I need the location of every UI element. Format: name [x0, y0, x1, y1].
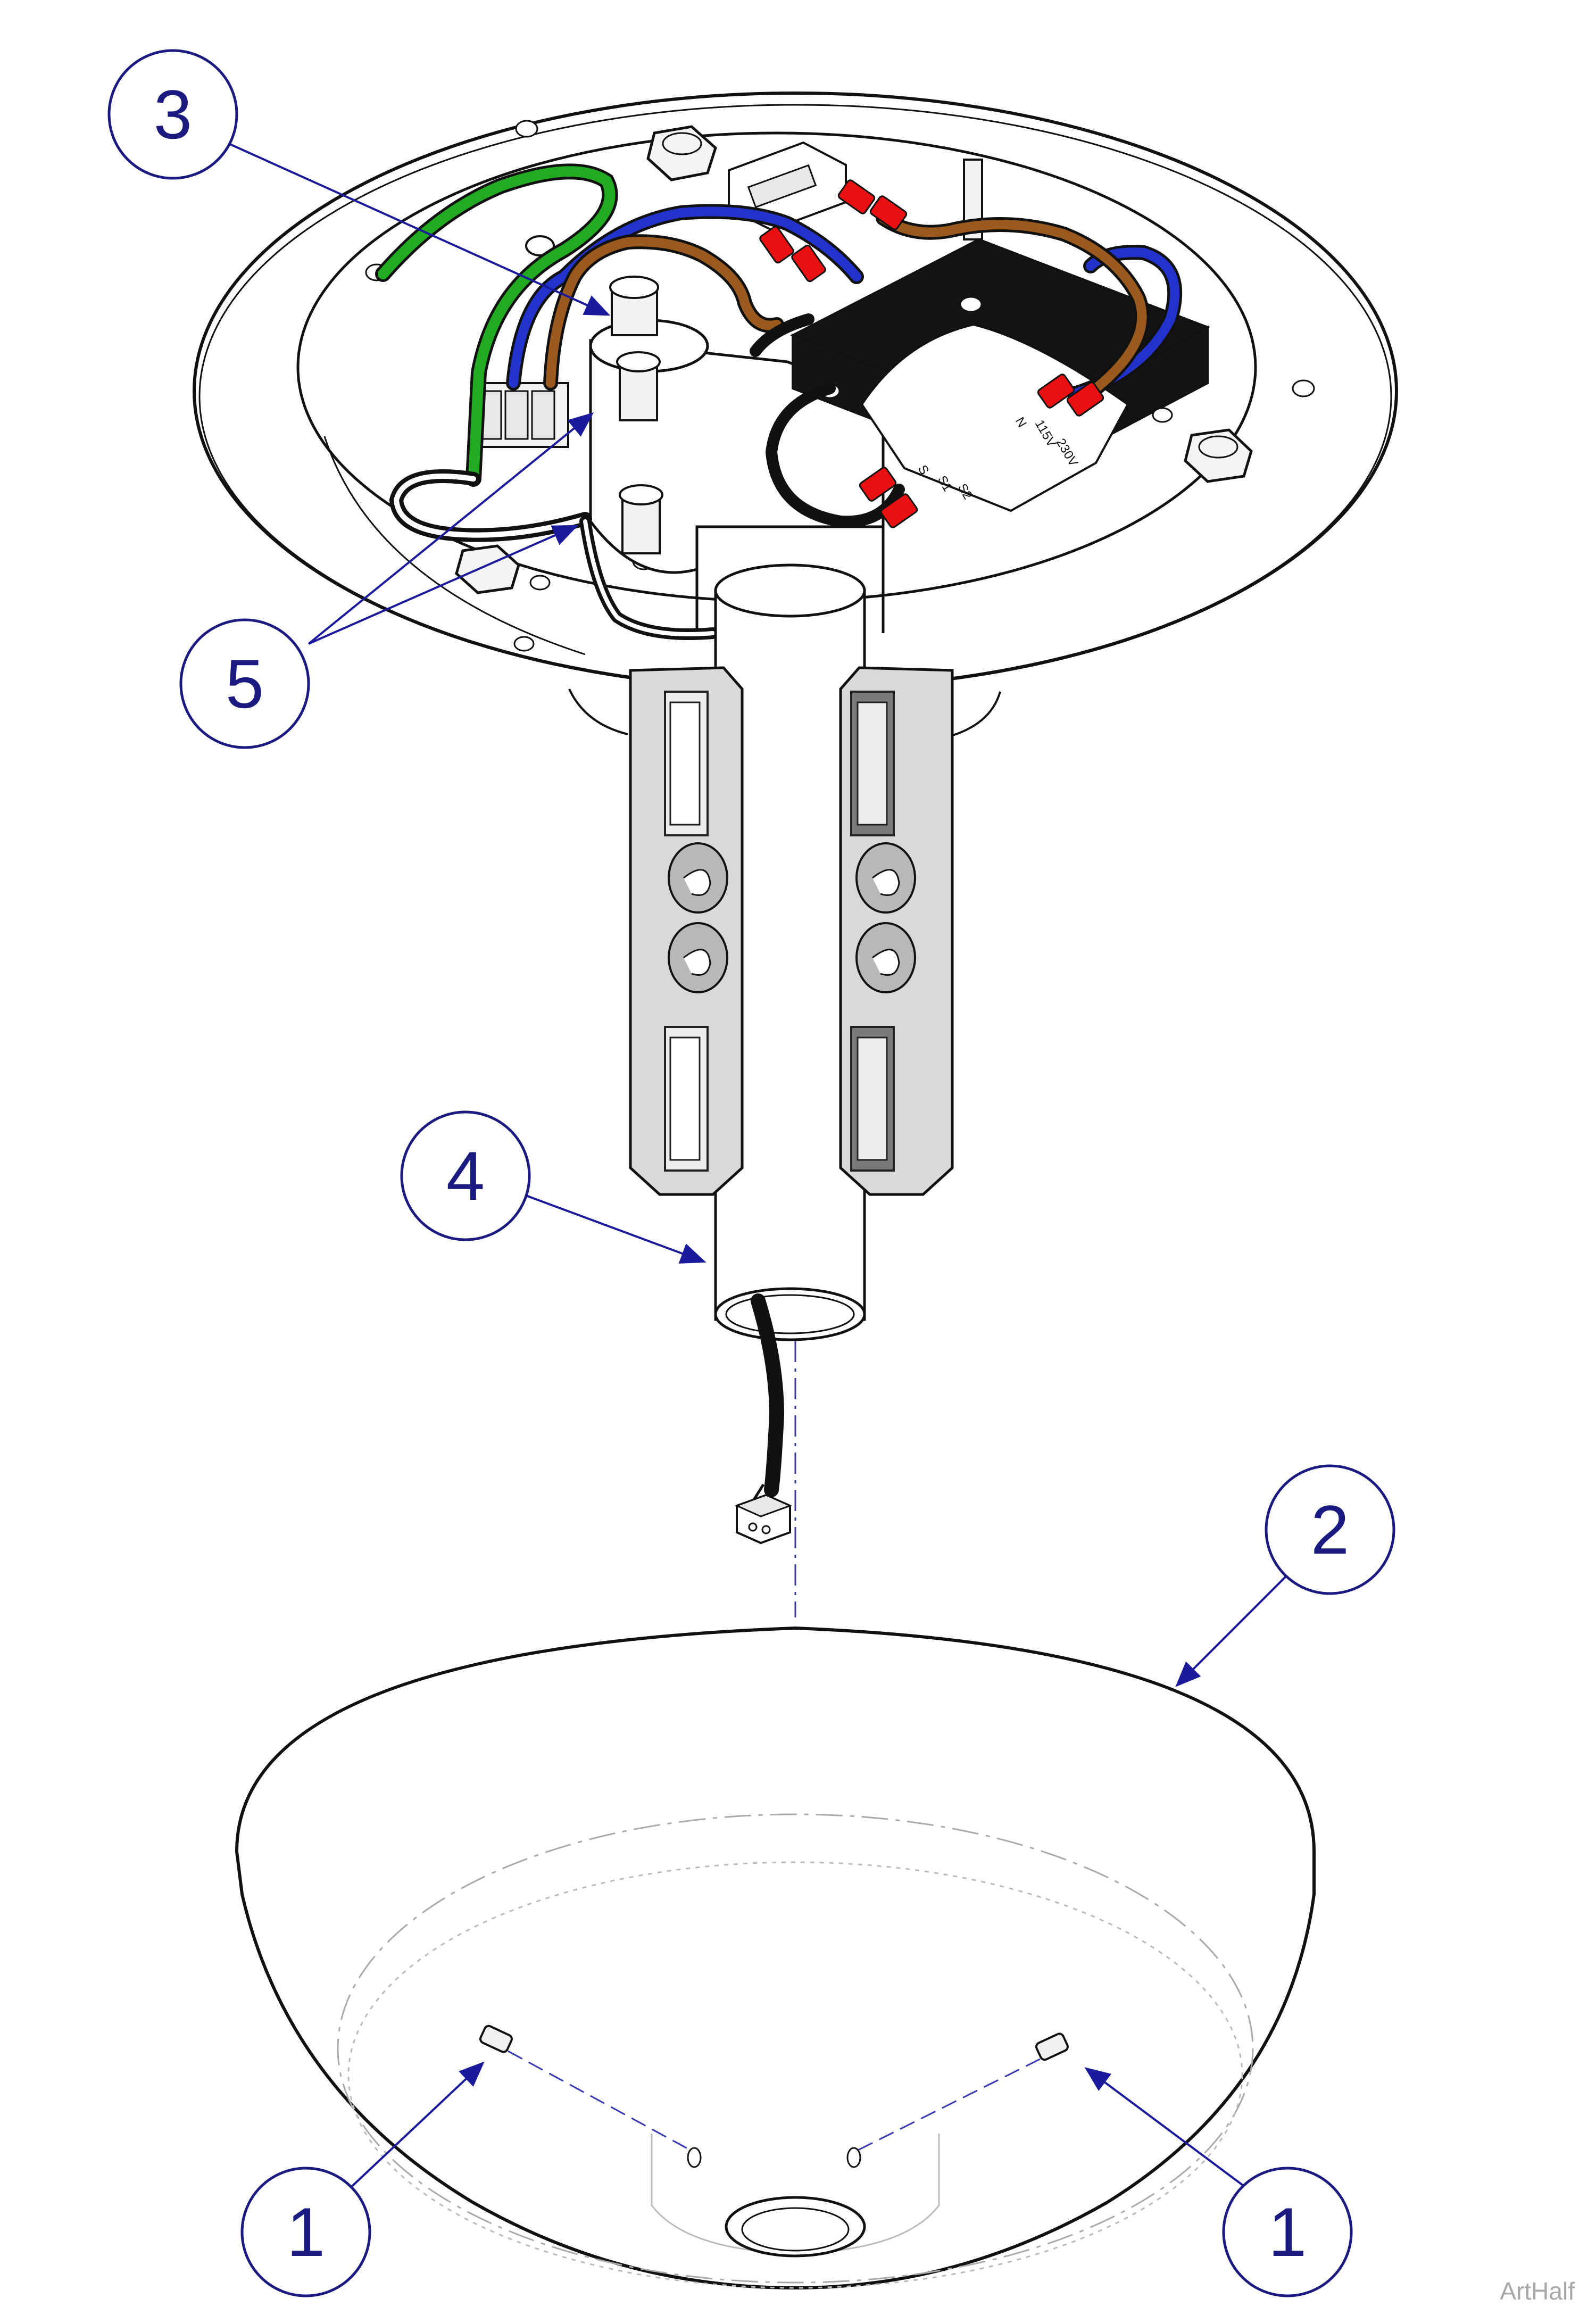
callout-2: 2 — [1265, 1464, 1395, 1595]
wire-brown — [543, 211, 1150, 396]
dome-cover — [235, 1626, 1316, 2290]
callout-5-label: 5 — [226, 645, 264, 723]
callout-4: 4 — [400, 1110, 531, 1241]
callout-4-label: 4 — [446, 1137, 485, 1215]
transformer-box — [790, 238, 1210, 512]
plate-hex-nut — [1184, 428, 1253, 483]
set-screw-right — [1035, 2032, 1069, 2061]
callout-1-left-label: 1 — [287, 2193, 325, 2271]
set-screw-guides — [508, 2050, 1041, 2168]
wire-green — [375, 163, 618, 487]
callout-5: 5 — [179, 618, 310, 749]
hub-fitting — [609, 276, 663, 554]
callout-1-left: 1 — [240, 2167, 371, 2297]
terminal-strip — [471, 382, 569, 448]
set-screw-left — [479, 2024, 513, 2053]
clamp-bracket-left — [629, 666, 744, 1196]
callout-1-right-label: 1 — [1268, 2193, 1307, 2271]
callout-1-right: 1 — [1222, 2167, 1353, 2297]
cable-connector — [734, 1493, 793, 1545]
plate-hex-nut — [646, 125, 717, 181]
spade-terminals — [759, 179, 1104, 528]
callout-2-label: 2 — [1311, 1491, 1349, 1569]
watermark-text: ArtHalf — [1500, 2277, 1575, 2305]
callout-3: 3 — [107, 49, 238, 180]
clamp-bracket-right — [839, 666, 954, 1196]
wire-black — [389, 313, 905, 640]
callout-3-label: 3 — [154, 76, 192, 153]
callout-leaders — [228, 143, 1289, 2193]
